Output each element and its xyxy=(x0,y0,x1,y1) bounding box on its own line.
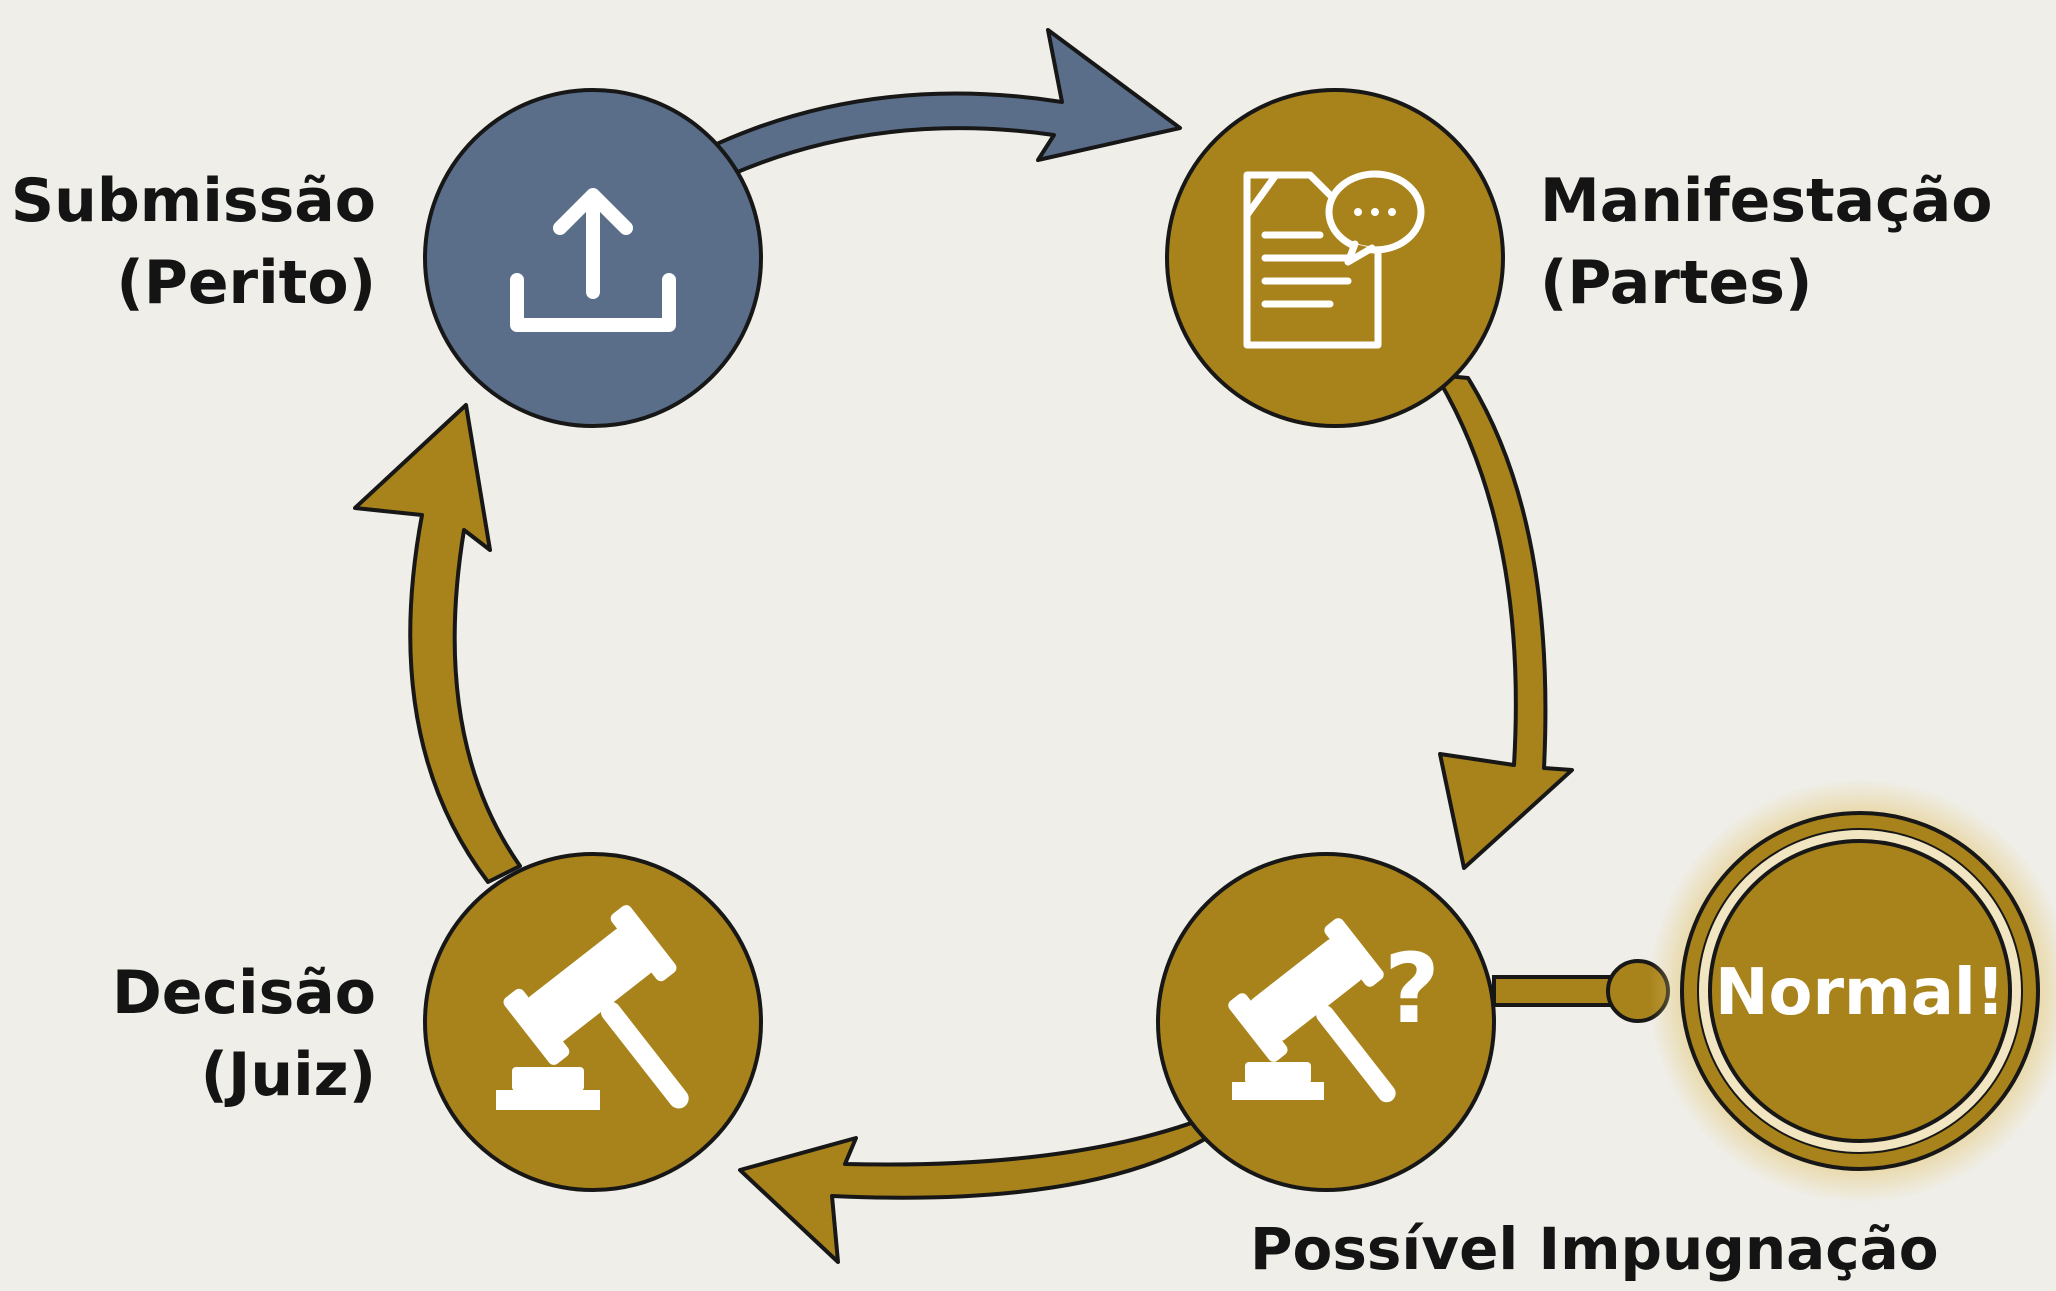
upload-icon xyxy=(510,188,676,332)
label-impugnacao: Possível Impugnação xyxy=(1250,1212,1939,1286)
label-manifestacao-line2: (Partes) xyxy=(1540,248,1813,318)
gavel-question-icon: ? xyxy=(1228,918,1440,1103)
gavel-icon xyxy=(496,905,689,1110)
label-decisao-line2: (Juiz) xyxy=(200,1040,376,1110)
svg-text:?: ? xyxy=(1384,933,1440,1045)
label-decisao-line1: Decisão xyxy=(111,958,376,1028)
label-manifestacao: Manifestação (Partes) xyxy=(1540,160,1992,324)
node-impugnacao: ? xyxy=(1156,852,1496,1192)
node-submissao xyxy=(423,88,763,428)
label-submissao: Submissão (Perito) xyxy=(11,160,376,324)
label-manifestacao-line1: Manifestação xyxy=(1540,166,1993,236)
label-decisao: Decisão (Juiz) xyxy=(112,952,376,1116)
callout-normal-text: Normal! xyxy=(1715,956,2005,1030)
arrow-impugnacao-to-decisao xyxy=(738,1106,1232,1264)
label-submissao-line2: (Perito) xyxy=(116,248,376,318)
node-manifestacao xyxy=(1165,88,1505,428)
callout-connector xyxy=(1492,959,1670,1023)
label-submissao-line1: Submissão xyxy=(10,166,376,236)
arrow-decisao-to-submissao xyxy=(353,403,522,884)
arrow-submissao-to-manifestacao xyxy=(706,28,1182,178)
arrow-manifestacao-to-impugnacao xyxy=(1434,373,1574,870)
document-chat-icon xyxy=(1243,170,1425,349)
label-impugnacao-text: Possível Impugnação xyxy=(1250,1215,1939,1283)
node-decisao xyxy=(423,852,763,1192)
callout-normal: Normal! xyxy=(1648,779,2056,1203)
